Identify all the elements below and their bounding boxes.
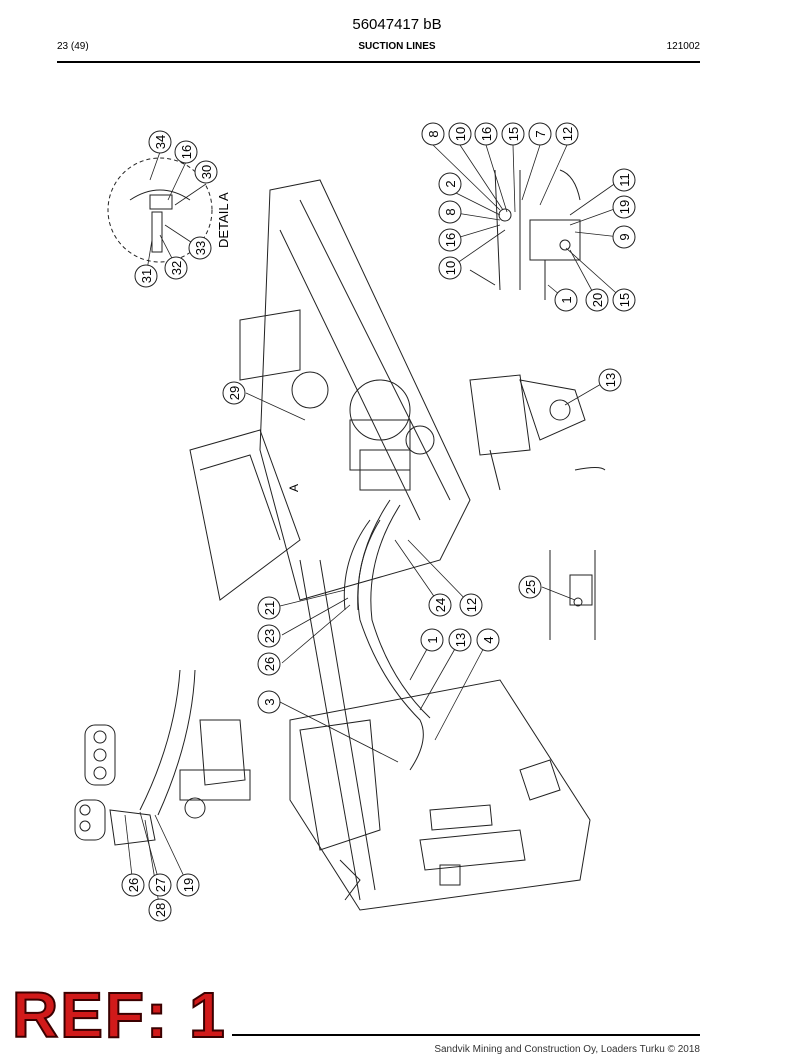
svg-text:12: 12 (560, 127, 575, 141)
svg-text:10: 10 (443, 261, 458, 275)
callout-13: 13 (598, 368, 622, 392)
section-marker: A (287, 484, 301, 492)
svg-text:8: 8 (426, 130, 441, 137)
page-count: 23 (49) (57, 41, 89, 52)
callout-19: 19 (612, 195, 636, 219)
svg-text:15: 15 (617, 293, 632, 307)
svg-text:28: 28 (153, 903, 168, 917)
callout-1: 1 (554, 288, 578, 312)
svg-text:12: 12 (464, 598, 479, 612)
svg-text:13: 13 (603, 373, 618, 387)
callout-9: 9 (612, 225, 636, 249)
footer-copyright: Sandvik Mining and Construction Oy, Load… (434, 1044, 700, 1055)
callout-8: 8 (438, 200, 462, 224)
svg-text:3: 3 (262, 698, 277, 705)
callout-12: 12 (459, 593, 483, 617)
svg-text:30: 30 (199, 165, 214, 179)
svg-text:26: 26 (126, 878, 141, 892)
callout-20: 20 (585, 288, 609, 312)
callout-1: 1 (420, 628, 444, 652)
svg-text:19: 19 (181, 878, 196, 892)
svg-text:31: 31 (139, 269, 154, 283)
callout-29: 29 (222, 381, 246, 405)
page-title: SUCTION LINES (358, 41, 436, 52)
svg-text:24: 24 (433, 598, 448, 612)
svg-text:34: 34 (153, 135, 168, 149)
callout-3: 3 (257, 690, 281, 714)
svg-text:20: 20 (590, 293, 605, 307)
svg-text:16: 16 (479, 127, 494, 141)
callout-10: 10 (438, 256, 462, 280)
chassis-frame (259, 179, 471, 601)
svg-text:13: 13 (453, 633, 468, 647)
svg-text:32: 32 (169, 261, 184, 275)
svg-text:15: 15 (506, 127, 521, 141)
svg-text:16: 16 (179, 145, 194, 159)
callout-11: 11 (612, 168, 636, 192)
callout-12: 12 (555, 122, 579, 146)
callout-2: 2 (438, 172, 462, 196)
footer-rule (232, 1034, 700, 1036)
callout-34: 34 (148, 130, 172, 154)
detail-a-circle (107, 157, 213, 263)
callout-16: 16 (174, 140, 198, 164)
callout-26: 26 (257, 652, 281, 676)
svg-text:25: 25 (523, 580, 538, 594)
callout-21: 21 (257, 596, 281, 620)
callout-32: 32 (164, 256, 188, 280)
page-code: 121002 (666, 41, 700, 52)
svg-text:1: 1 (425, 636, 440, 643)
svg-text:9: 9 (617, 233, 632, 240)
callout-16: 16 (438, 228, 462, 252)
callout-30: 30 (194, 160, 218, 184)
callout-28: 28 (148, 898, 172, 922)
svg-text:16: 16 (443, 233, 458, 247)
detail-a-label: DETAIL A (216, 192, 231, 248)
rear-body (289, 679, 591, 911)
svg-text:11: 11 (617, 173, 632, 187)
svg-text:33: 33 (193, 241, 208, 255)
svg-text:2: 2 (443, 180, 458, 187)
svg-text:29: 29 (227, 386, 242, 400)
callout-15: 15 (612, 288, 636, 312)
svg-text:27: 27 (153, 878, 168, 892)
callout-16: 16 (474, 122, 498, 146)
svg-text:4: 4 (481, 636, 496, 643)
svg-text:23: 23 (262, 629, 277, 643)
svg-text:19: 19 (617, 200, 632, 214)
svg-text:21: 21 (262, 601, 277, 615)
callout-27: 27 (148, 873, 172, 897)
callout-10: 10 (448, 122, 472, 146)
callout-31: 31 (134, 264, 158, 288)
svg-text:26: 26 (262, 657, 277, 671)
svg-text:7: 7 (533, 130, 548, 137)
callout-7: 7 (528, 122, 552, 146)
svg-text:8: 8 (443, 208, 458, 215)
ref-stamp: REF: 1 (11, 979, 227, 1051)
svg-text:10: 10 (453, 127, 468, 141)
callout-25: 25 (518, 575, 542, 599)
callout-24: 24 (428, 593, 452, 617)
callout-13: 13 (448, 628, 472, 652)
callout-23: 23 (257, 624, 281, 648)
callout-26: 26 (121, 873, 145, 897)
suction-hose (357, 499, 424, 771)
callout-8: 8 (421, 122, 445, 146)
document-number: 56047417 bB (352, 16, 442, 33)
callout-19: 19 (176, 873, 200, 897)
callout-4: 4 (476, 628, 500, 652)
callout-15: 15 (501, 122, 525, 146)
callout-33: 33 (188, 236, 212, 260)
header-rule (57, 61, 700, 63)
svg-text:1: 1 (559, 296, 574, 303)
